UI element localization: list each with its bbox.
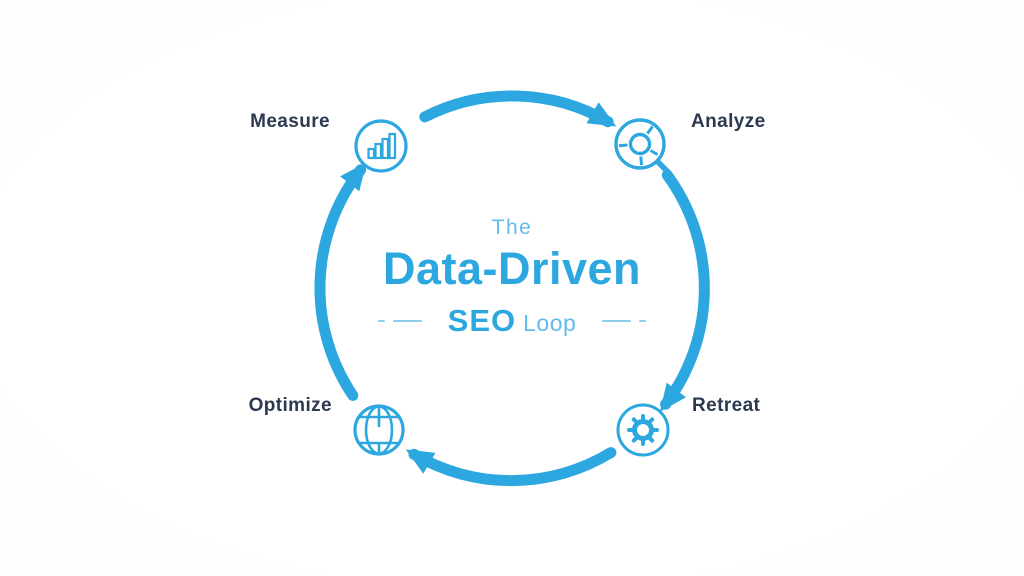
title-seo: SEO bbox=[447, 303, 517, 338]
title-loop: Loop bbox=[523, 310, 577, 336]
retreat-label: Retreat bbox=[692, 395, 761, 416]
globe-icon bbox=[353, 404, 405, 456]
pie-chart-magnifier-icon bbox=[614, 118, 672, 176]
dash-decoration bbox=[377, 320, 385, 322]
analyze-label: Analyze bbox=[691, 111, 766, 132]
gear-icon bbox=[616, 403, 670, 457]
left-dashes bbox=[377, 320, 422, 322]
arrow-optimize-to-measure bbox=[314, 162, 367, 401]
arrow-measure-to-analyze bbox=[419, 90, 617, 128]
dash-decoration bbox=[392, 320, 422, 322]
title-data-driven: Data-Driven bbox=[382, 243, 642, 294]
dash-decoration bbox=[639, 320, 647, 322]
arrow-retreat-to-optimize bbox=[405, 447, 617, 487]
dash-decoration bbox=[602, 320, 632, 322]
measure-label: Measure bbox=[250, 111, 330, 132]
bar-chart-icon bbox=[354, 119, 408, 173]
arrow-analyze-to-retreat bbox=[659, 169, 710, 412]
right-dashes bbox=[602, 320, 647, 322]
optimize-label: Optimize bbox=[248, 395, 332, 416]
title-the: The bbox=[491, 216, 533, 239]
